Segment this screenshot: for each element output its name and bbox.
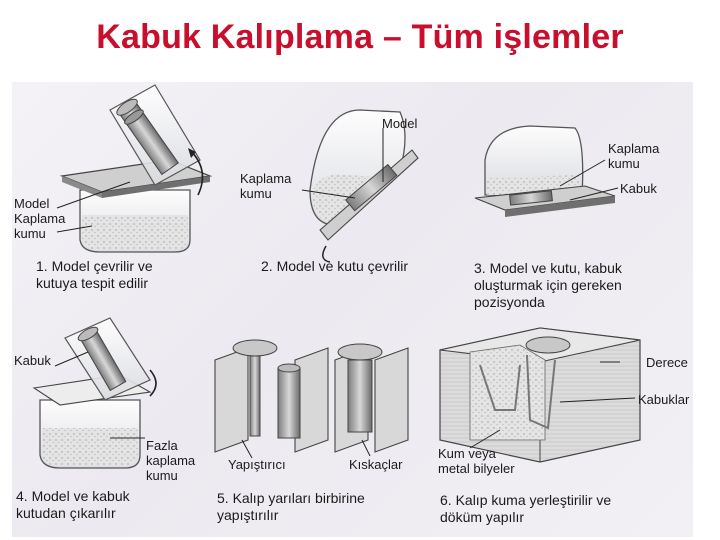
- label-yapistirici: Yapıştırıcı: [228, 457, 286, 472]
- label-kaplama-kumu-right: Kaplama kumu: [608, 141, 660, 171]
- label-kaplama-kumu-center: Kaplama kumu: [240, 171, 292, 201]
- label-model-kaplama-kumu: Model Kaplama kumu: [14, 196, 66, 241]
- step1-drawing: [56, 84, 213, 253]
- page-title: Kabuk Kalıplama – Tüm işlemler: [96, 18, 624, 56]
- label-derece: Derece: [646, 355, 688, 370]
- label-kabuk-right: Kabuk: [620, 181, 657, 196]
- step-caption-3: 3. Model ve kutu, kabuk oluşturmak için …: [474, 260, 622, 310]
- step-caption-4: 4. Model ve kabuk kutudan çıkarılır: [16, 488, 130, 521]
- label-kabuklar: Kabuklar: [638, 392, 690, 407]
- step-caption-6: 6. Kalıp kuma yerleştirilir ve döküm yap…: [440, 492, 612, 525]
- step-caption-1: 1. Model çevrilir ve kutuya tespit edili…: [36, 258, 153, 291]
- step5-drawing: [214, 339, 409, 459]
- step3-drawing: [474, 125, 619, 217]
- label-fazla-kaplama-kumu: Fazla kaplama kumu: [146, 438, 196, 483]
- label-kabuk-left: Kabuk: [14, 353, 51, 368]
- label-kiskaclar: Kıskaçlar: [349, 457, 403, 472]
- step-caption-5: 5. Kalıp yarıları birbirine yapıştırılır: [217, 490, 365, 523]
- step6-drawing: [439, 327, 641, 463]
- step-caption-2: 2. Model ve kutu çevrilir: [261, 258, 409, 274]
- step2-drawing: [301, 109, 419, 263]
- label-kum-veya-metal-bilyeler: Kum veya metal bilyeler: [438, 446, 515, 476]
- step4-drawing: [32, 317, 157, 469]
- label-model-top: Model: [382, 116, 418, 131]
